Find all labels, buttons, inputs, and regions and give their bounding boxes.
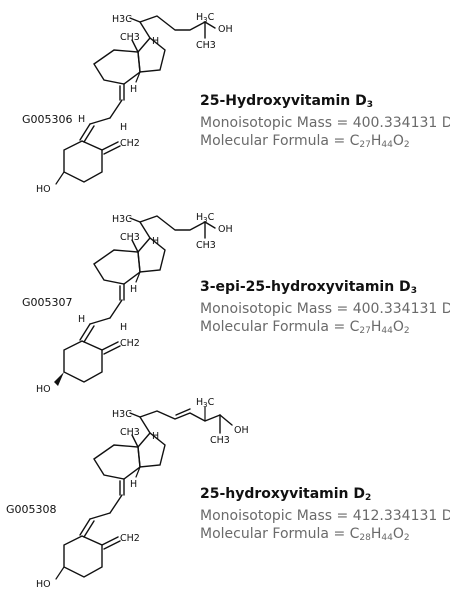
compound-mass-1: Monoisotopic Mass = 400.334131 Da [200,115,450,131]
compound-info-2: 3-epi-25-hydroxyvitamin D3 Monoisotopic … [200,278,450,340]
atom-oh: OH [218,224,233,235]
atom-h-chain: H [120,122,127,133]
atom-ch2: CH2 [120,533,140,544]
atom-h3c: H3C [112,14,132,25]
atom-ho: HO [36,579,51,590]
compound-info-1: 25-Hydroxyvitamin D3 Monoisotopic Mass =… [200,92,450,154]
compound-formula-3: Molecular Formula = C28H44O2 [200,526,410,543]
atom-h-chain: H [120,322,127,333]
compound-name-3: 25-hydroxyvitamin D2 [200,486,372,503]
atom-ch3-ring: CH3 [120,32,140,43]
atom-h-side: H [152,36,159,47]
atom-ch3-top: H3C [196,212,215,224]
compound-formula-1: Molecular Formula = C27H44O2 [200,133,410,150]
compound-info-3: 25-hydroxyvitamin D2 Monoisotopic Mass =… [200,485,450,547]
atom-ch3-top: H3C [196,12,215,24]
compound-mass-2: Monoisotopic Mass = 400.334131 Da [200,301,450,317]
compound-id-2: G005307 [22,296,73,309]
atom-ch2: CH2 [120,338,140,349]
compound-formula-2: Molecular Formula = C27H44O2 [200,319,410,336]
atom-oh: OH [218,24,233,35]
atom-ch3: CH3 [196,40,216,51]
compound-id-1: G005306 [22,113,73,126]
compound-name-1: 25-Hydroxyvitamin D3 [200,93,374,110]
atom-h-left: H [78,314,85,325]
compound-name-2: 3-epi-25-hydroxyvitamin D3 [200,279,417,296]
structure-2: H3C H3C OH CH3 H CH3 H H H CH2 HO [36,212,233,395]
atom-h-side: H [152,431,159,442]
atom-ho: HO [36,384,51,395]
atom-ch3-ring: CH3 [120,427,140,438]
atom-h-ring: H [130,84,137,95]
atom-ch2: CH2 [120,138,140,149]
atom-ch3-top: H3C [196,397,215,409]
compound-mass-3: Monoisotopic Mass = 412.334131 Da [200,508,450,524]
structure-1: H3C H3C OH CH3 H CH3 H H H CH2 HO [36,12,233,195]
atom-ch3: CH3 [196,240,216,251]
compound-id-3: G005308 [6,503,57,516]
atom-ch3-ring: CH3 [120,232,140,243]
atom-h3c: H3C [112,214,132,225]
atom-h3c: H3C [112,409,132,420]
atom-h-ring: H [130,479,137,490]
atom-h-side: H [152,236,159,247]
atom-h-ring: H [130,284,137,295]
atom-ch3: CH3 [210,435,230,446]
atom-h-left: H [78,114,85,125]
atom-oh: OH [234,425,249,436]
atom-ho: HO [36,184,51,195]
structure-3: H3C H3C OH CH3 H CH3 H CH2 HO [36,397,249,590]
